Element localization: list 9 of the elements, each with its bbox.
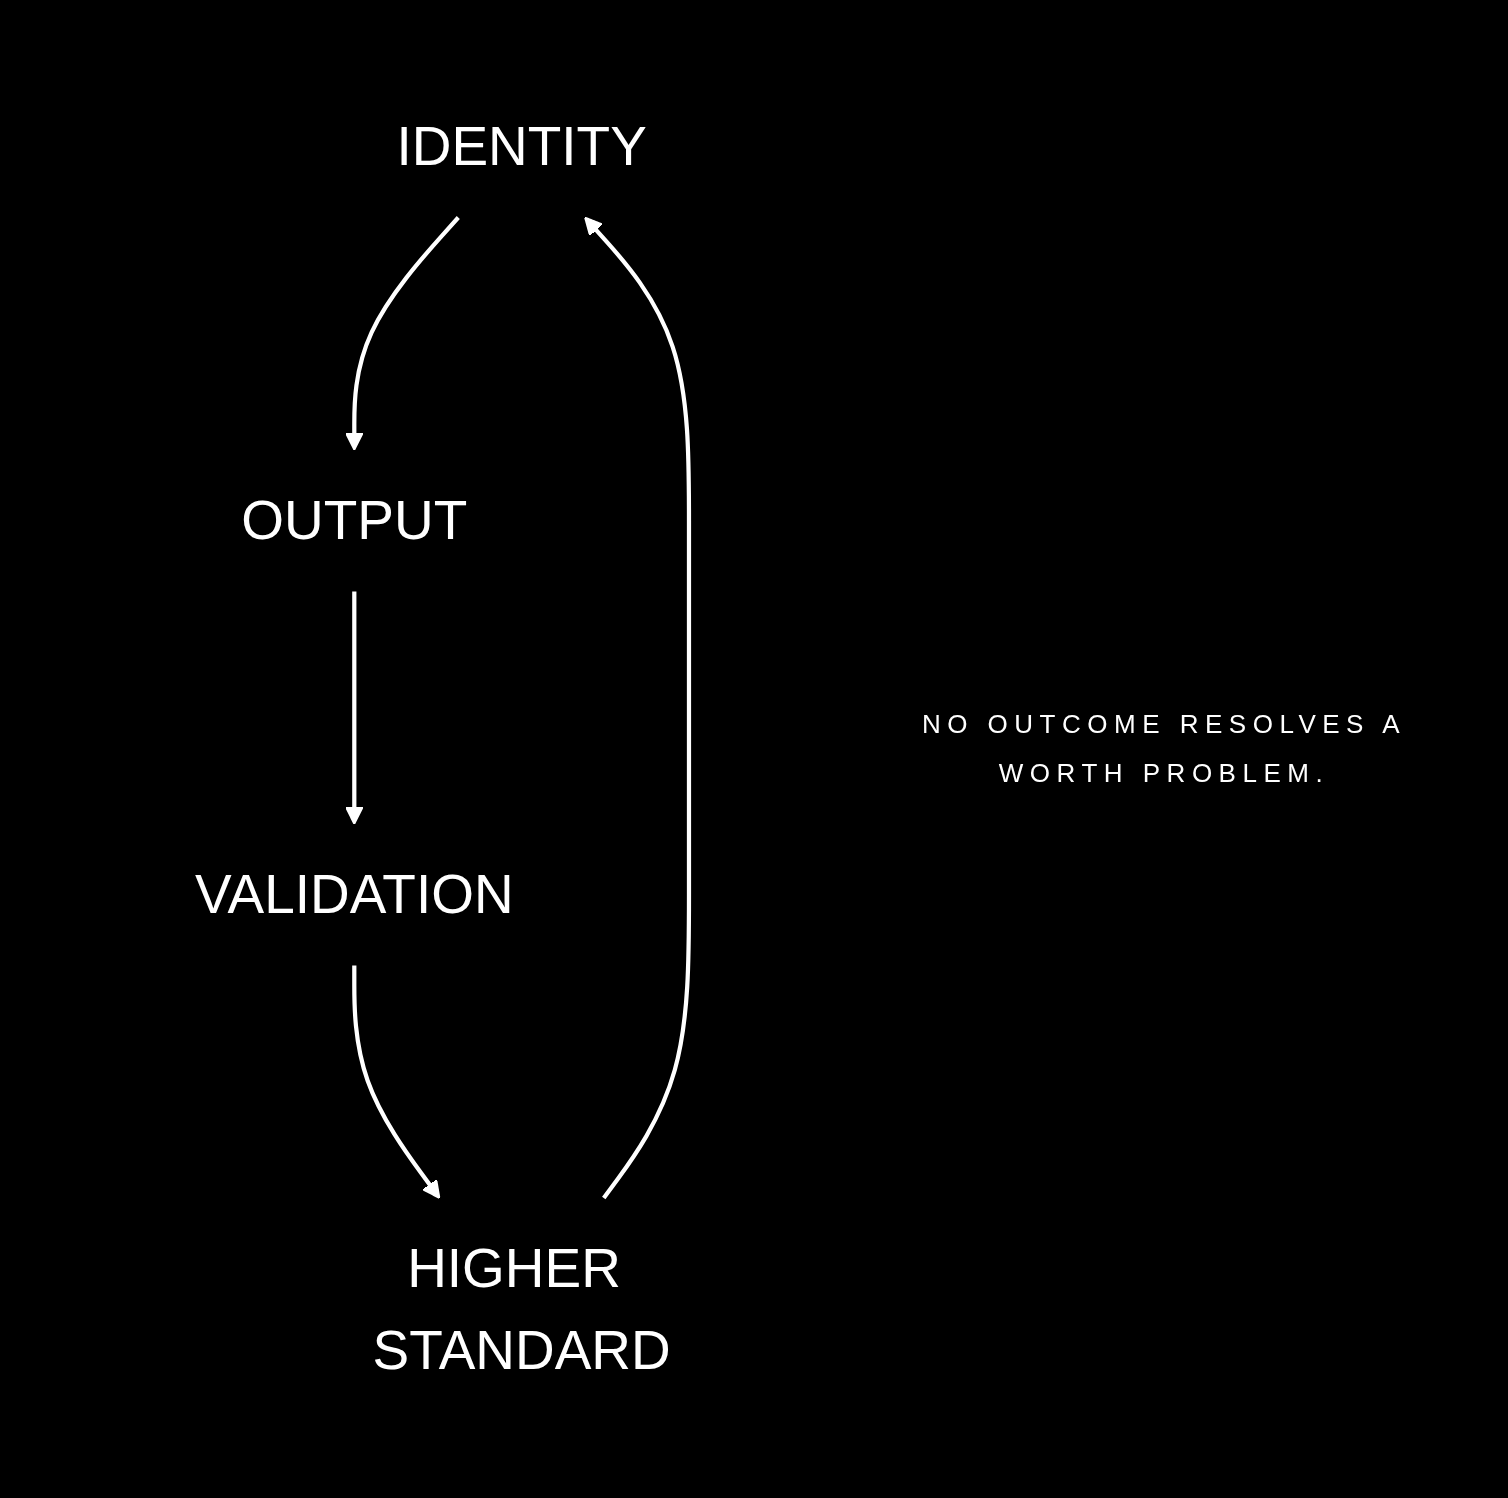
arrow bbox=[584, 216, 692, 1200]
arrow bbox=[345, 591, 364, 825]
stage-label: VALIDATION bbox=[195, 862, 514, 926]
arrow bbox=[352, 965, 441, 1199]
arrow bbox=[345, 216, 460, 451]
stage-label: IDENTITY bbox=[396, 113, 647, 178]
stage-label: OUTPUT bbox=[241, 488, 468, 552]
center-note: NO OUTCOME RESOLVES A WORTH PROBLEM. bbox=[920, 707, 1408, 790]
stage-label: HIGHER STANDARD bbox=[372, 1236, 671, 1382]
